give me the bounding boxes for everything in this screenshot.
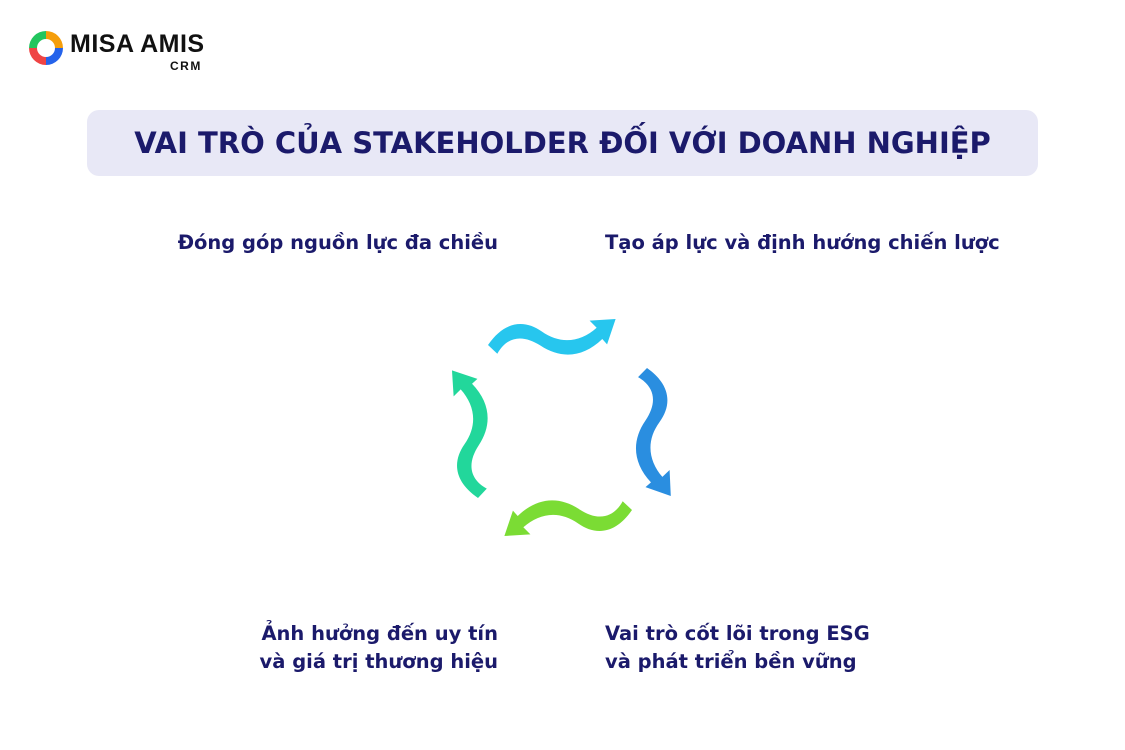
arrow-right: [626, 365, 680, 500]
role-label-bottom-left: Ảnh hưởng đến uy tín và giá trị thương h…: [260, 620, 498, 676]
role-label-top-right: Tạo áp lực và định hướng chiến lược: [605, 229, 1000, 257]
role-label-line: Đóng góp nguồn lực đa chiều: [177, 231, 498, 254]
brand-sub: CRM: [170, 59, 202, 73]
role-label-line: và giá trị thương hiệu: [259, 650, 498, 673]
role-label-line: Vai trò cốt lõi trong ESG: [605, 622, 870, 645]
arrow-bottom: [500, 489, 635, 545]
role-label-bottom-right: Vai trò cốt lõi trong ESG và phát triển …: [605, 620, 870, 676]
arrow-left: [443, 366, 499, 501]
role-label-line: Tạo áp lực và định hướng chiến lược: [605, 231, 1000, 254]
role-label-line: và phát triển bền vững: [605, 650, 857, 673]
misa-logo-icon: [29, 31, 63, 65]
role-label-line: Ảnh hưởng đến uy tín: [261, 622, 498, 645]
cycle-arrows-diagram: [443, 310, 680, 545]
brand-name: MISA AMIS: [70, 30, 205, 58]
page-title: VAI TRÒ CỦA STAKEHOLDER ĐỐI VỚI DOANH NG…: [134, 126, 991, 160]
arrow-top: [485, 310, 620, 366]
misa-amis-logo: MISA AMIS CRM: [26, 26, 216, 76]
title-banner: VAI TRÒ CỦA STAKEHOLDER ĐỐI VỚI DOANH NG…: [87, 110, 1038, 176]
role-label-top-left: Đóng góp nguồn lực đa chiều: [178, 229, 498, 257]
